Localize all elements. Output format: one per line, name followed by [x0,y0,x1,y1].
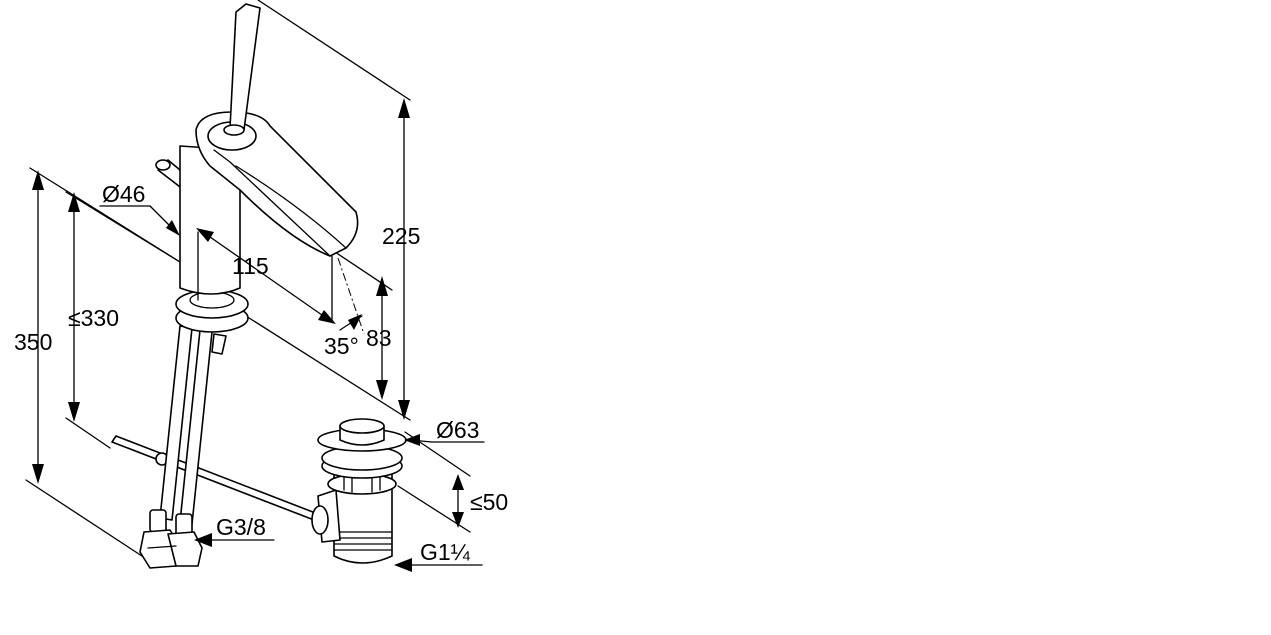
label-diameter-63: Ø63 [436,417,479,443]
leader-diameter-63 [404,434,485,446]
label-350: 350 [14,329,52,355]
supply-hoses [139,325,227,569]
label-330: ≤330 [68,305,119,331]
label-225: 225 [382,223,420,249]
label-diameter-46: Ø46 [102,181,145,207]
mounting-ring [175,289,249,333]
extension-lines [25,0,471,561]
leader-diameter-46 [99,205,180,236]
dimension-330 [68,192,80,422]
leader-g38 [194,533,275,547]
pop-up-waste [311,418,407,564]
waste-rod [111,435,319,521]
dimension-35deg [337,257,365,335]
dimension-50 [452,474,464,528]
dimension-225 [398,98,410,420]
dimension-350 [32,170,44,484]
leader-g114 [394,558,483,572]
label-g38: G3/8 [216,514,266,540]
label-g114: G1¼ [420,539,471,565]
label-115: 115 [232,253,269,279]
label-83: 83 [366,325,392,351]
label-50: ≤50 [470,489,508,515]
dimension-labels: 350 ≤330 225 Ø46 115 83 35° Ø63 ≤50 G3/8… [14,181,508,565]
dimension-83 [376,276,388,400]
label-35-degrees: 35° [324,333,359,359]
faucet-body [155,3,359,295]
dimension-115 [196,228,336,324]
